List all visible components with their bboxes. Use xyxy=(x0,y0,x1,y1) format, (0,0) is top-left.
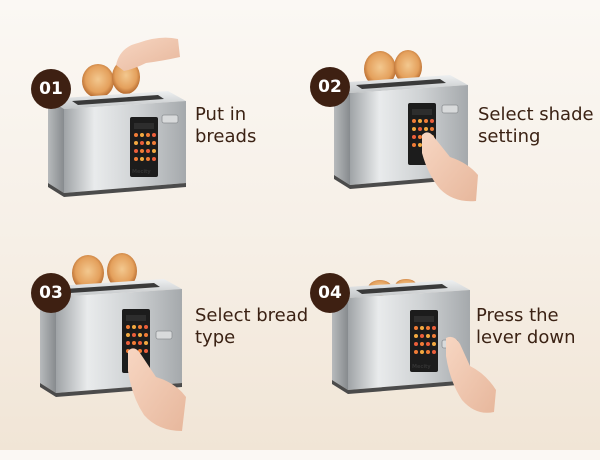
brand-logo: Mecity xyxy=(412,364,431,370)
hand xyxy=(422,132,478,202)
bread-slice xyxy=(107,253,137,289)
step-caption: Put in breads xyxy=(195,104,257,147)
toaster-lever xyxy=(161,114,179,124)
toaster-illustration xyxy=(334,50,478,202)
control-panel xyxy=(130,117,158,177)
step-caption: Select bread type xyxy=(195,305,309,348)
step-2: 02 Select shade setting xyxy=(300,0,600,225)
step-badge: 01 xyxy=(31,69,71,109)
toaster-illustration: Mecity xyxy=(332,279,496,413)
step-1: 01 Mecity Put in breads xyxy=(0,0,300,225)
toaster-illustration xyxy=(40,253,186,431)
step-badge: 04 xyxy=(310,273,350,313)
step-badge: 03 xyxy=(31,273,71,313)
step-caption: Press the lever down xyxy=(476,305,576,348)
panel-buttons xyxy=(134,123,156,161)
toaster-lever xyxy=(155,330,173,340)
toaster-illustration: Mecity xyxy=(48,37,186,197)
control-panel xyxy=(410,310,438,372)
step-3: 03 Select bread type xyxy=(0,225,308,450)
hand xyxy=(116,37,180,71)
panel-buttons xyxy=(414,316,436,354)
bread-slice xyxy=(364,51,396,87)
brand-logo: Mecity xyxy=(132,169,151,175)
bread-slice xyxy=(82,64,114,98)
hand xyxy=(128,348,186,431)
toaster-lever xyxy=(441,104,459,114)
bread-slice xyxy=(394,50,422,84)
step-badge: 02 xyxy=(310,67,350,107)
hand xyxy=(446,336,496,413)
step-caption: Select shade setting xyxy=(478,104,594,147)
step-4: 04 Mecity Press the lever down xyxy=(300,225,600,450)
bread-slice xyxy=(72,255,104,291)
